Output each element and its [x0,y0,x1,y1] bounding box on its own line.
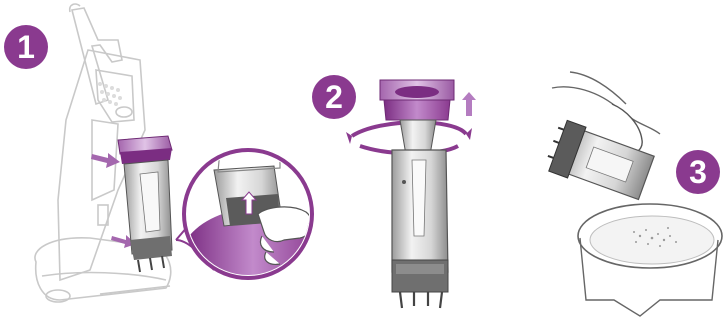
step-2-badge: 2 [312,75,356,119]
step2-bin-drawing [346,80,476,308]
step1-zoom-callout [176,146,320,290]
step1-dust-bin [118,136,172,272]
step3-emptying-drawing [543,72,722,316]
step-1-badge: 1 [4,25,48,69]
step-3-badge: 3 [676,150,720,194]
